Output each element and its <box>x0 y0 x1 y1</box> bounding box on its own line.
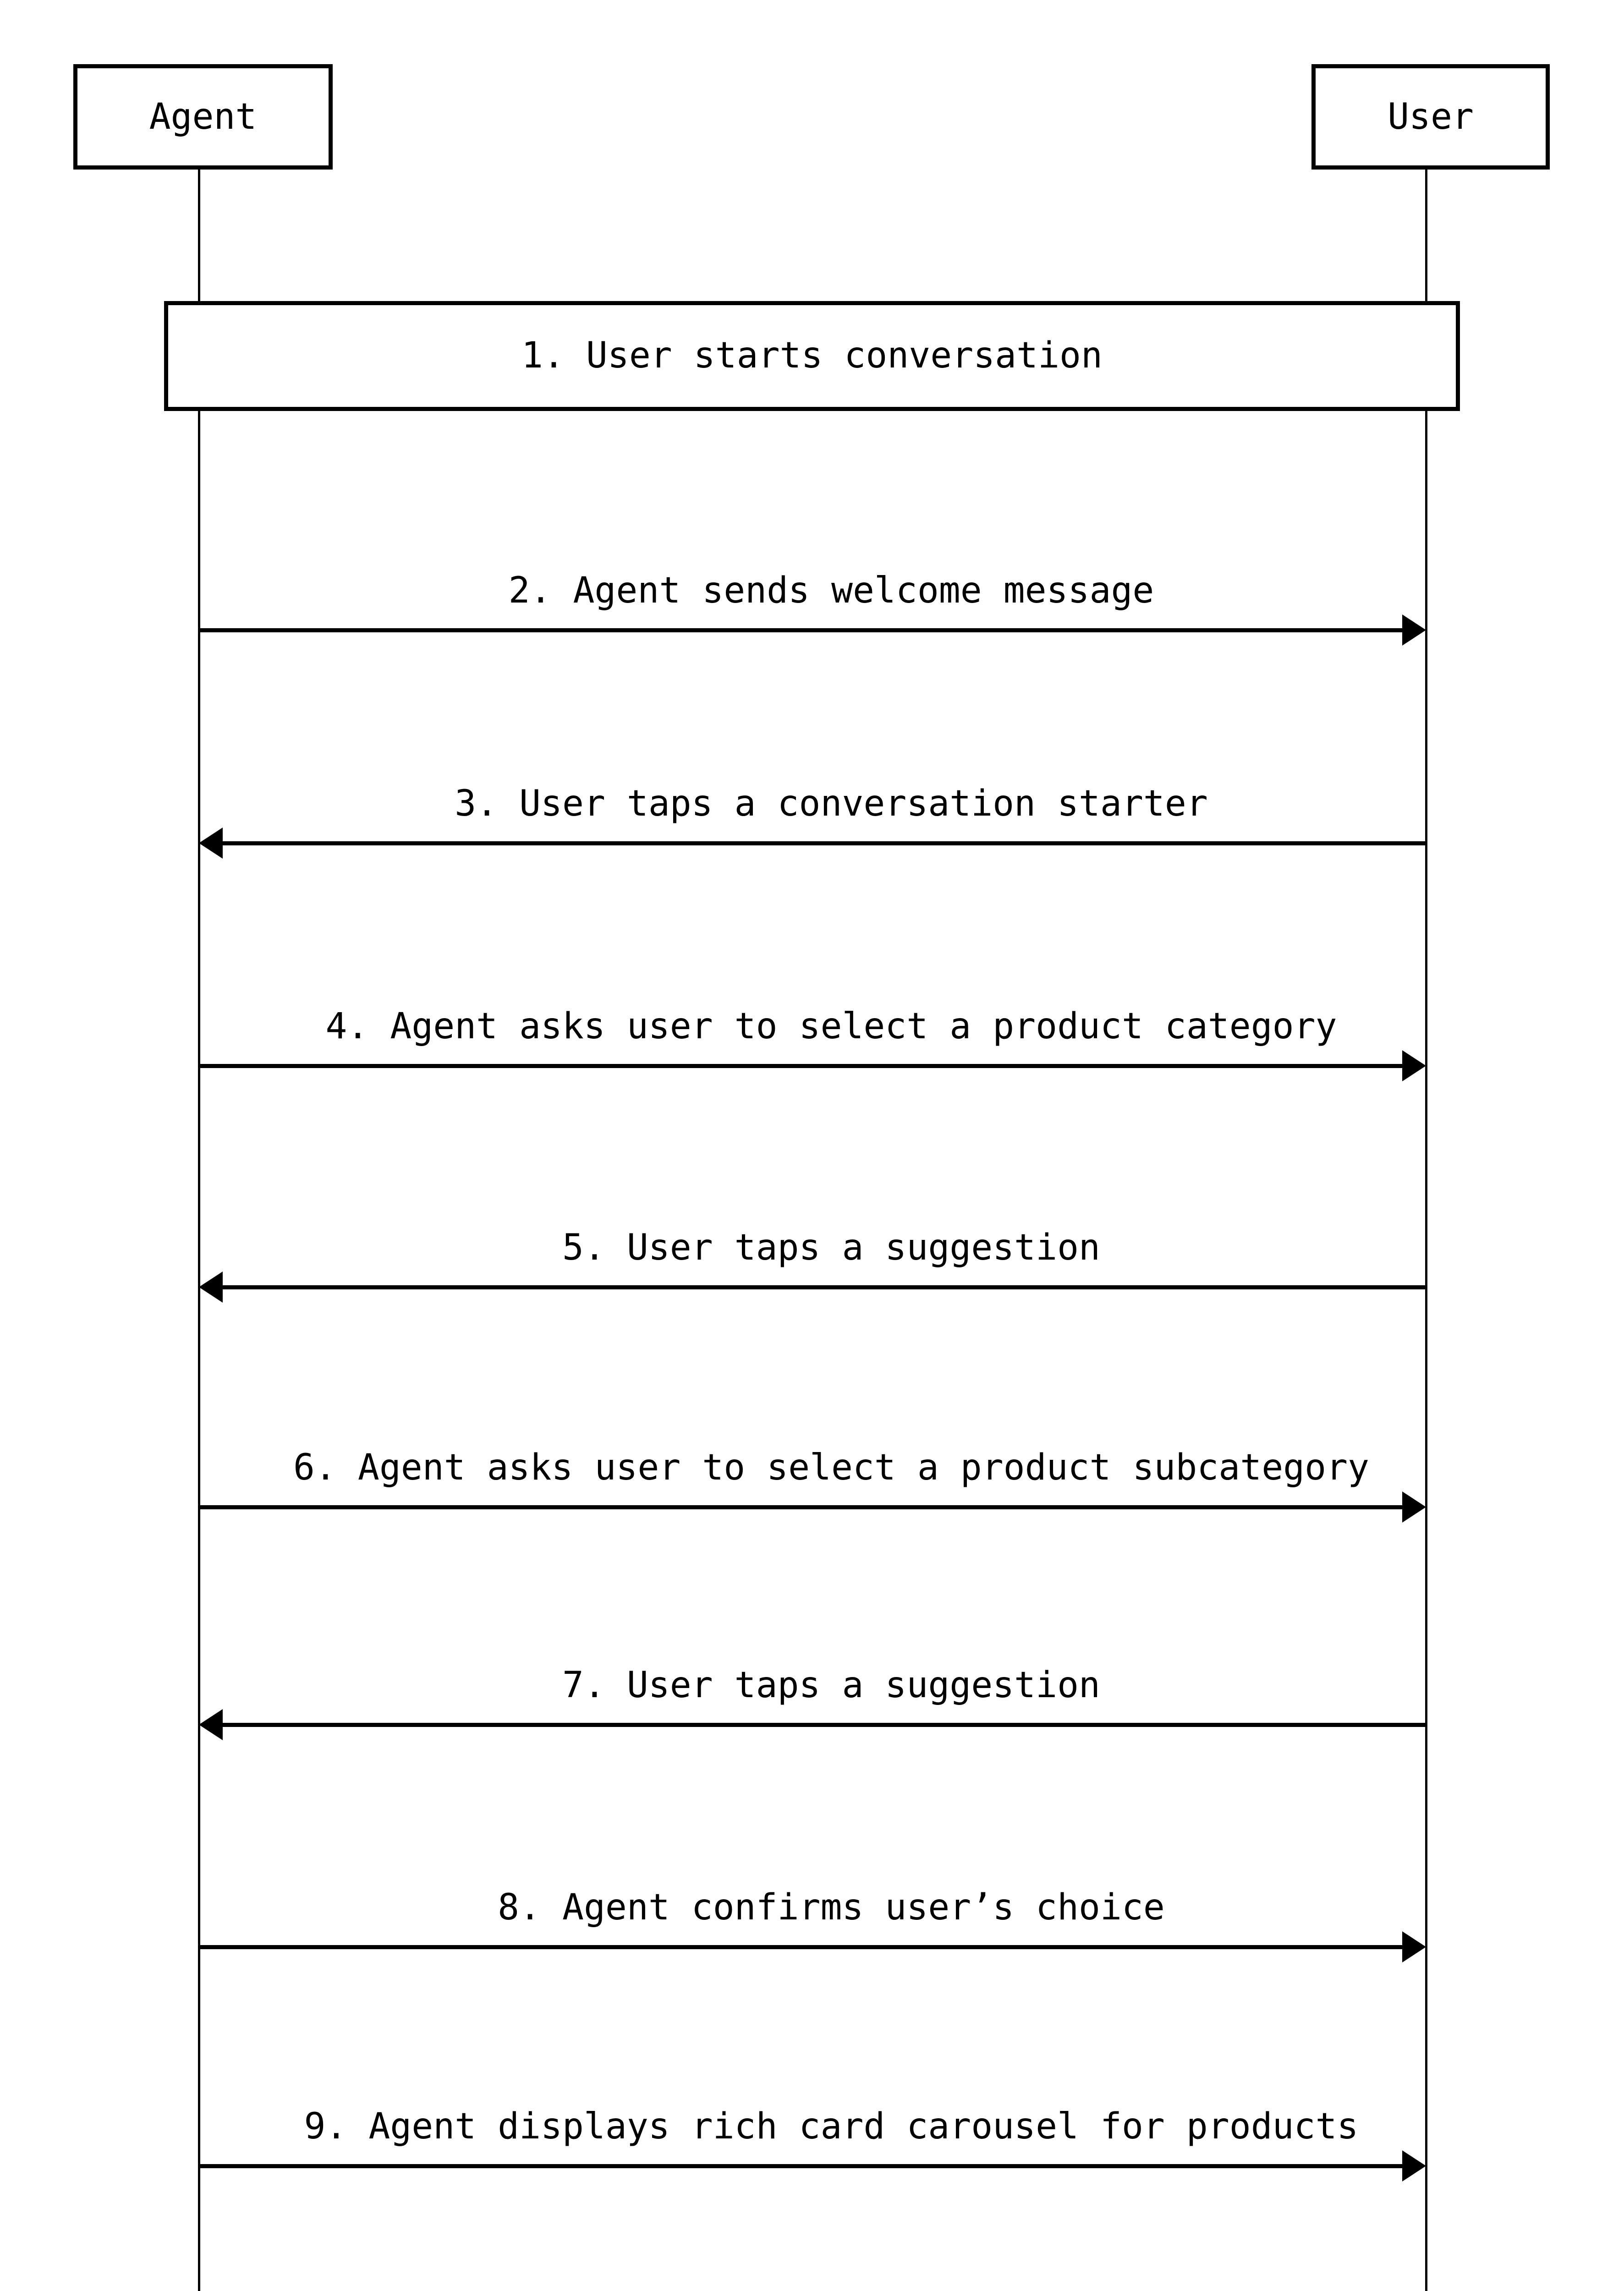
message-1-box[interactable]: 1. User starts conversation <box>164 301 1460 411</box>
message-5-arrowhead-left <box>199 1272 223 1303</box>
message-4-arrowhead-right <box>1402 1050 1426 1081</box>
message-7-label: 7. User taps a suggestion <box>562 1664 1100 1706</box>
message-3-line <box>221 841 1426 845</box>
message-7-arrowhead-left <box>199 1709 223 1740</box>
participant-agent-top[interactable]: Agent <box>73 64 333 170</box>
message-8-line <box>199 1945 1404 1949</box>
participant-user-top-label: User <box>1388 96 1474 137</box>
participant-agent-top-label: Agent <box>149 96 257 137</box>
message-4-line <box>199 1064 1404 1068</box>
message-3-arrowhead-left <box>199 828 223 859</box>
message-8-arrowhead-right <box>1402 1931 1426 1962</box>
message-7-line <box>221 1723 1426 1727</box>
message-8-label: 8. Agent confirms user’s choice <box>498 1886 1165 1928</box>
participant-user-top[interactable]: User <box>1311 64 1550 170</box>
message-9-line <box>199 2164 1404 2168</box>
message-6-arrowhead-right <box>1402 1491 1426 1523</box>
message-1-label: 1. User starts conversation <box>521 335 1103 377</box>
message-5-label: 5. User taps a suggestion <box>562 1227 1100 1268</box>
message-6-label: 6. Agent asks user to select a product s… <box>293 1447 1369 1488</box>
message-3-label: 3. User taps a conversation starter <box>455 783 1208 824</box>
message-2-arrowhead-right <box>1402 614 1426 646</box>
message-4-label: 4. Agent asks user to select a product c… <box>325 1005 1337 1047</box>
message-2-line <box>199 628 1404 632</box>
message-5-line <box>221 1285 1426 1289</box>
message-2-label: 2. Agent sends welcome message <box>508 570 1154 611</box>
lifeline-user <box>1425 167 1427 2291</box>
message-6-line <box>199 1505 1404 1509</box>
message-9-arrowhead-right <box>1402 2150 1426 2181</box>
lifeline-agent <box>198 167 200 2291</box>
message-9-label: 9. Agent displays rich card carousel for… <box>304 2105 1359 2147</box>
